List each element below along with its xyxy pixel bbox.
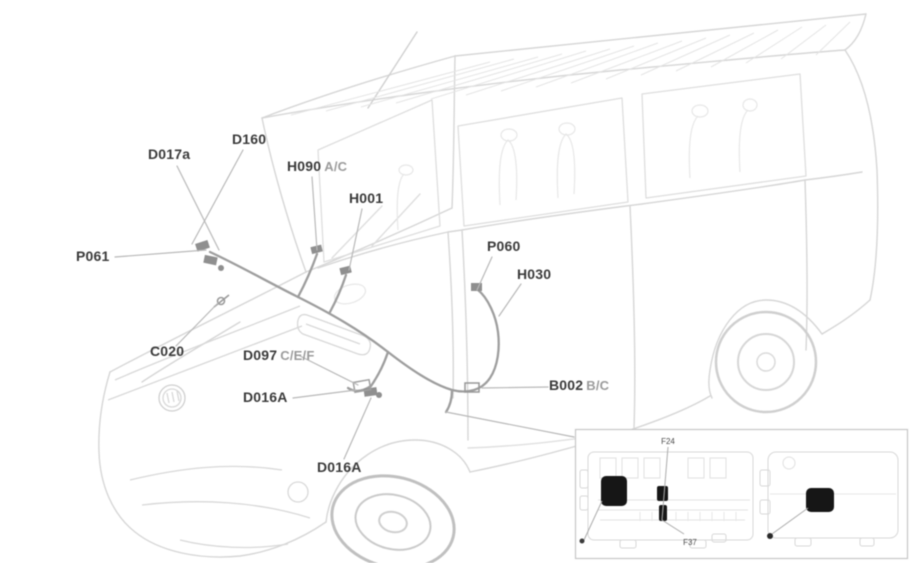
component-label-p060: P060 (487, 238, 524, 255)
beltline (317, 171, 863, 269)
rear-side-window (641, 73, 807, 199)
connector-d097 (352, 378, 372, 394)
label-code: D097 (243, 347, 278, 363)
fuse-label-bottom: F37 (683, 538, 697, 547)
label-code: H001 (349, 190, 384, 206)
label-code: C020 (150, 343, 185, 359)
windshield-base (305, 207, 453, 273)
highlighted-component-right (806, 488, 834, 512)
leader-d016a-upper (292, 389, 357, 399)
harness-branch-front (369, 350, 390, 388)
leader-c020 (175, 302, 219, 347)
roof-antenna (367, 31, 418, 109)
rear-corner-edge (844, 49, 879, 301)
interior-seats (333, 98, 758, 305)
label-code: D016A (317, 459, 362, 475)
fiat-badge-icon (158, 384, 186, 412)
hood-edge (109, 271, 307, 373)
a-pillar-far (451, 55, 456, 209)
leader-h090 (311, 176, 318, 251)
inset-left-leaders (583, 446, 685, 541)
component-label-h001: H001 (349, 190, 386, 207)
fuse-label-top: F24 (661, 437, 675, 446)
van-body-outline (98, 13, 879, 558)
leader-h001 (348, 208, 363, 271)
connector-h001 (339, 265, 352, 276)
inset-panel: F24 F37 (574, 428, 909, 560)
hood-crease (141, 321, 241, 383)
rear-wheel-arch (708, 299, 823, 399)
leader-p061 (114, 249, 207, 258)
label-code: H030 (517, 266, 552, 282)
leader-b002 (481, 386, 549, 389)
sliding-door-window (457, 97, 629, 227)
harness-branch-h001 (328, 273, 348, 314)
grille-line-2 (107, 325, 303, 401)
label-code: D160 (232, 131, 267, 147)
harness-main-run (208, 250, 500, 393)
roof-rear-edge (844, 13, 867, 51)
grille-line-1 (114, 305, 301, 381)
label-code: D016A (243, 389, 288, 405)
roof-near-edge (261, 49, 846, 119)
rear-lower-edge (821, 299, 871, 335)
component-label-d017a: D017a (148, 146, 193, 163)
connector-marks (195, 240, 482, 398)
connector-p060 (471, 283, 482, 291)
windshield-header (261, 55, 456, 119)
highlighted-fuse-upper (657, 486, 668, 501)
roof-far-edge (454, 13, 867, 57)
component-label-d160: D160 (232, 131, 269, 148)
inset-right-leader (771, 507, 809, 535)
label-code: B002 (549, 377, 584, 393)
roof-hatch-pattern (290, 21, 851, 116)
front-bumper-outline (98, 371, 327, 558)
cab-window (317, 99, 441, 263)
rear-wheel (714, 310, 818, 414)
inset-right-dot (767, 533, 773, 539)
leader-d016a-lower (343, 397, 372, 460)
harness-branch-h090 (296, 252, 319, 299)
component-label-d016a-upper: D016A (243, 389, 291, 406)
harness-branch-down (444, 388, 454, 414)
leader-p060 (476, 256, 493, 291)
label-code: P060 (487, 238, 521, 254)
door-seams (447, 179, 808, 441)
fog-light (287, 481, 309, 503)
component-label-p061: P061 (76, 248, 113, 265)
bumper-lines (129, 465, 311, 549)
front-face-details (107, 305, 372, 549)
leader-d160 (191, 149, 244, 245)
leader-d097 (299, 355, 359, 386)
component-label-c020: C020 (150, 343, 187, 360)
component-label-h030: H030 (517, 266, 554, 283)
wiring-harness (208, 250, 500, 414)
front-wheel-arch (325, 439, 471, 523)
harness-branch-loop (346, 384, 373, 392)
label-code: D017a (148, 146, 191, 162)
label-variant: C/E/F (280, 348, 315, 363)
connector-b002 (464, 382, 480, 393)
highlighted-component-left (601, 476, 627, 506)
label-variant: B/C (586, 378, 610, 393)
side-windows (317, 73, 807, 263)
label-variant: A/C (324, 159, 348, 174)
front-wheel (330, 474, 456, 563)
label-code: P061 (76, 248, 110, 264)
inset-left-dot (579, 538, 585, 544)
steering-wheel (333, 283, 367, 305)
leader-h030 (498, 283, 522, 317)
leader-d017a (176, 165, 220, 251)
component-label-d016a-lower: D016A (317, 459, 365, 476)
headlight (296, 313, 372, 356)
label-code: H090 (287, 158, 322, 174)
a-pillar-near (261, 117, 307, 273)
